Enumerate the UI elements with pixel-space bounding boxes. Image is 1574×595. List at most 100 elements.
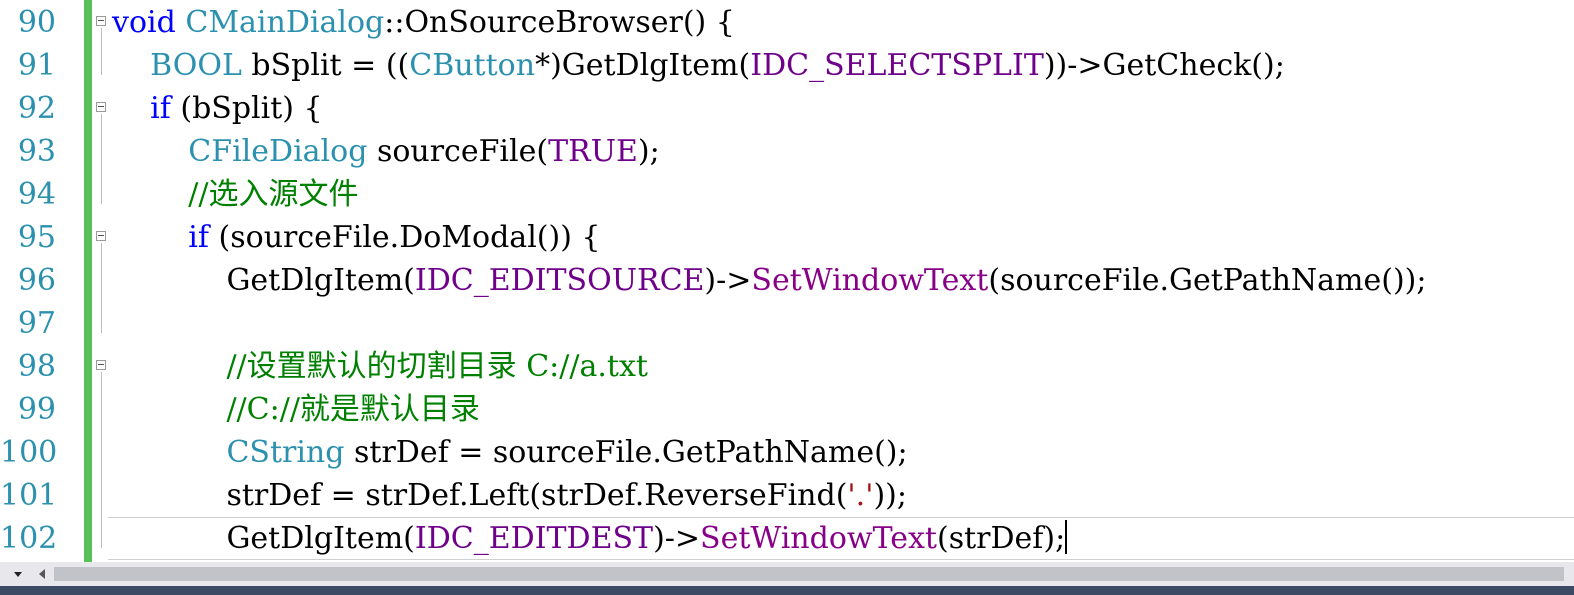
code-token: )-> xyxy=(653,521,701,556)
line-number: 98 xyxy=(17,349,56,384)
indent xyxy=(112,134,188,169)
indent xyxy=(112,349,226,384)
code-line[interactable]: 94 //选入源文件 xyxy=(0,173,1574,216)
code-token: strDef = sourceFile.GetPathName(); xyxy=(344,435,908,470)
code-token: *)GetDlgItem( xyxy=(535,48,751,83)
code-line[interactable]: 92 if (bSplit) { xyxy=(0,87,1574,130)
code-line[interactable]: 99 //C://就是默认目录 xyxy=(0,388,1574,431)
scrollbar-thumb[interactable] xyxy=(54,567,1564,581)
code-token: ); xyxy=(637,134,660,169)
indent xyxy=(112,48,150,83)
code-token: strDef = strDef.Left(strDef.ReverseFind( xyxy=(226,478,848,513)
current-line-highlight xyxy=(108,517,1574,560)
code-token: (bSplit) { xyxy=(170,91,323,126)
fold-collapse-icon[interactable] xyxy=(96,16,106,26)
code-token: )-> xyxy=(704,263,752,298)
fold-collapse-icon[interactable] xyxy=(96,102,106,112)
code-text[interactable]: CString strDef = sourceFile.GetPathName(… xyxy=(112,431,908,474)
code-text[interactable]: //选入源文件 xyxy=(112,173,359,216)
indent xyxy=(112,177,188,212)
code-token: //设置默认的切割目录 C://a.txt xyxy=(226,349,648,384)
code-token: '.' xyxy=(847,478,874,513)
indent xyxy=(112,392,226,427)
code-line[interactable]: 95 if (sourceFile.DoModal()) { xyxy=(0,216,1574,259)
code-token: IDC_EDITSOURCE xyxy=(414,263,705,298)
line-number: 95 xyxy=(17,220,56,255)
fold-guide xyxy=(101,243,102,333)
code-text[interactable]: //C://就是默认目录 xyxy=(112,388,480,431)
code-token: GetDlgItem( xyxy=(226,263,415,298)
code-token: sourceFile( xyxy=(367,134,549,169)
code-token: ::OnSourceBrowser() { xyxy=(384,5,735,40)
code-token: //选入源文件 xyxy=(188,177,359,212)
code-token: if xyxy=(150,91,171,126)
code-token: TRUE xyxy=(548,134,638,169)
fold-collapse-icon[interactable] xyxy=(96,231,106,241)
code-token: (sourceFile.GetPathName()); xyxy=(988,263,1427,298)
code-text[interactable]: BOOL bSplit = ((CButton*)GetDlgItem(IDC_… xyxy=(112,44,1285,87)
code-token: (strDef); xyxy=(937,521,1066,556)
code-token: )); xyxy=(873,478,907,513)
line-number-gutter xyxy=(0,0,80,562)
code-token: CMainDialog xyxy=(185,5,385,40)
code-text[interactable]: GetDlgItem(IDC_EDITDEST)->SetWindowText(… xyxy=(112,517,1068,560)
indent xyxy=(112,220,188,255)
code-line[interactable]: 100 CString strDef = sourceFile.GetPathN… xyxy=(0,431,1574,474)
code-token: void xyxy=(112,5,176,40)
line-number: 90 xyxy=(17,5,56,40)
code-line[interactable]: 102 GetDlgItem(IDC_EDITDEST)->SetWindowT… xyxy=(0,517,1574,560)
indent xyxy=(112,478,226,513)
code-line[interactable]: 101 strDef = strDef.Left(strDef.ReverseF… xyxy=(0,474,1574,517)
code-token: ))->GetCheck(); xyxy=(1043,48,1285,83)
code-token: CFileDialog xyxy=(188,134,368,169)
line-number: 96 xyxy=(17,263,56,298)
status-bar xyxy=(0,586,1574,595)
code-token: //C://就是默认目录 xyxy=(226,392,480,427)
indent xyxy=(112,521,226,556)
code-text[interactable]: strDef = strDef.Left(strDef.ReverseFind(… xyxy=(112,474,907,517)
fold-guide xyxy=(101,114,102,204)
code-token: IDC_SELECTSPLIT xyxy=(750,48,1044,83)
horizontal-scrollbar[interactable] xyxy=(0,562,1574,586)
code-line[interactable]: 91 BOOL bSplit = ((CButton*)GetDlgItem(I… xyxy=(0,44,1574,87)
code-line[interactable]: 98 //设置默认的切割目录 C://a.txt xyxy=(0,345,1574,388)
line-number: 100 xyxy=(0,435,58,470)
fold-guide xyxy=(101,28,102,75)
indent xyxy=(112,91,150,126)
code-line[interactable]: 97 xyxy=(0,302,1574,345)
code-token: CString xyxy=(226,435,345,470)
code-text[interactable]: //设置默认的切割目录 C://a.txt xyxy=(112,345,648,388)
line-number: 99 xyxy=(17,392,56,427)
change-tracking-bar xyxy=(84,0,92,562)
code-token xyxy=(176,5,186,40)
code-text[interactable]: GetDlgItem(IDC_EDITSOURCE)->SetWindowTex… xyxy=(112,259,1426,302)
line-number: 91 xyxy=(17,48,56,83)
code-line[interactable]: 96 GetDlgItem(IDC_EDITSOURCE)->SetWindow… xyxy=(0,259,1574,302)
code-token: IDC_EDITDEST xyxy=(414,521,654,556)
line-number: 92 xyxy=(17,91,56,126)
code-token: SetWindowText xyxy=(751,263,989,298)
code-token: GetDlgItem( xyxy=(226,521,415,556)
code-token: bSplit = (( xyxy=(241,48,410,83)
code-token: (sourceFile.DoModal()) { xyxy=(209,220,601,255)
code-token: BOOL xyxy=(150,48,242,83)
chevron-down-icon[interactable] xyxy=(8,568,28,582)
line-number: 101 xyxy=(0,478,58,513)
arrow-left-icon[interactable] xyxy=(36,566,50,582)
code-text[interactable]: if (bSplit) { xyxy=(112,87,323,130)
code-line[interactable]: 93 CFileDialog sourceFile(TRUE); xyxy=(0,130,1574,173)
fold-collapse-icon[interactable] xyxy=(96,360,106,370)
code-token: if xyxy=(188,220,209,255)
code-text[interactable]: if (sourceFile.DoModal()) { xyxy=(112,216,601,259)
text-caret xyxy=(1065,520,1068,554)
code-text[interactable]: CFileDialog sourceFile(TRUE); xyxy=(112,130,660,173)
code-line[interactable]: 90 void CMainDialog::OnSourceBrowser() { xyxy=(0,1,1574,44)
code-token: SetWindowText xyxy=(700,521,937,556)
line-number: 102 xyxy=(0,521,58,556)
line-number: 93 xyxy=(17,134,56,169)
code-token: CButton xyxy=(409,48,536,83)
indent xyxy=(112,263,226,298)
code-text[interactable]: void CMainDialog::OnSourceBrowser() { xyxy=(112,1,735,44)
indent xyxy=(112,435,226,470)
